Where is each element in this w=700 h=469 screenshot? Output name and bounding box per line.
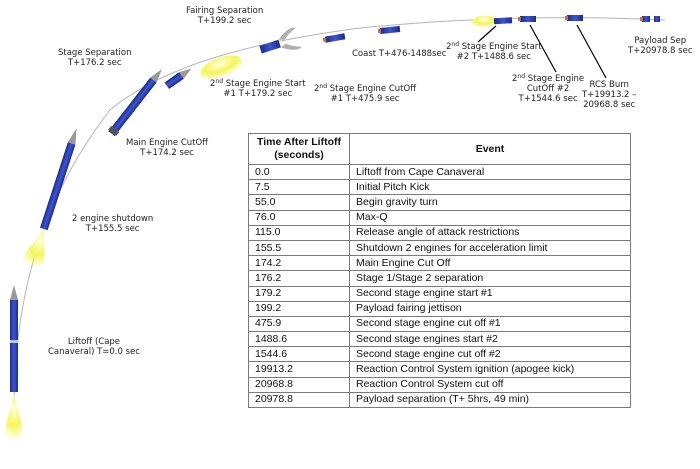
rocket-stage-separation — [164, 68, 192, 90]
label-cutoff-2: 2nd Stage Engine CutOff #2 T+1544.6 sec — [512, 73, 585, 105]
cell-time: 475.9 — [248, 315, 350, 333]
cell-time: 7.5 — [248, 179, 350, 196]
cell-event: Reaction Control System cut off — [349, 376, 631, 393]
cell-event: Shutdown 2 engines for acceleration limi… — [349, 239, 631, 257]
cell-event: Max-Q — [349, 209, 631, 226]
rocket-second-stage-start-1 — [200, 55, 243, 80]
cell-time: 199.2 — [248, 300, 350, 317]
rocket-payload-sep — [640, 16, 660, 22]
cell-time: 76.0 — [248, 209, 350, 226]
rocket-cutoff-2 — [518, 16, 536, 22]
cell-event: Release angle of attack restrictions — [349, 224, 631, 241]
label-second-stage-start-1: 2nd Stage Engine Start #1 T+179.2 sec — [210, 78, 306, 100]
cell-time: 55.0 — [248, 194, 350, 211]
rocket-coast — [377, 25, 401, 35]
label-rcs-burn: RCS Burn T+19913.2 – 20968.8 sec — [582, 80, 637, 110]
flame-icon — [200, 55, 243, 80]
flame-icon — [2, 395, 26, 440]
label-cutoff-1: 2nd Stage Engine CutOff #1 T+475.9 sec — [314, 83, 417, 105]
cell-time: 179.2 — [248, 285, 350, 302]
label-stage-separation: Stage Separation T+176.2 sec — [58, 48, 132, 68]
cell-time: 20978.8 — [248, 391, 350, 409]
rocket-rcs-burn — [565, 15, 583, 21]
cell-event: Liftoff from Cape Canaveral — [349, 163, 631, 181]
cell-time: 1488.6 — [248, 331, 350, 348]
cell-event: Main Engine Cut Off — [349, 255, 631, 272]
label-payload-sep: Payload Sep T+20978.8 sec — [628, 36, 693, 56]
cell-time: 0.0 — [248, 163, 350, 181]
arrow-rcs-burn — [576, 24, 607, 79]
rocket-fairing-separation — [259, 27, 302, 54]
label-two-engine-shutdown: 2 engine shutdown T+155.5 sec — [72, 214, 154, 234]
cell-event: Second stage engine cut off #1 — [349, 315, 631, 333]
cell-time: 174.2 — [248, 255, 350, 272]
cell-time: 1544.6 — [248, 346, 350, 363]
cell-time: 19913.2 — [248, 361, 350, 378]
table-header-row: Time After Liftoff (seconds) Event — [248, 133, 631, 165]
rocket-second-stage-start-2 — [472, 15, 513, 28]
cell-time: 20968.8 — [248, 376, 350, 393]
cell-event: Second stage engine start #1 — [349, 285, 631, 302]
label-coast: Coast T+476-1488sec — [352, 49, 447, 59]
cell-event: Begin gravity turn — [349, 194, 631, 211]
rocket-two-engine-shutdown — [18, 128, 77, 272]
cell-event: Stage 1/Stage 2 separation — [349, 270, 631, 287]
rocket-cutoff-1 — [322, 33, 346, 43]
label-main-engine-cutoff: Main Engine CutOff T+174.2 sec — [126, 138, 209, 158]
cell-time: 155.5 — [248, 239, 350, 257]
cell-event: Second stage engines start #2 — [349, 331, 631, 348]
label-fairing-separation: Fairing Separation T+199.2 sec — [186, 6, 264, 26]
cell-time: 115.0 — [248, 224, 350, 241]
rocket-main-engine-cutoff — [108, 69, 163, 137]
cell-event: Second stage engine cut off #2 — [349, 346, 631, 363]
header-time: Time After Liftoff (seconds) — [248, 133, 350, 165]
label-second-stage-start-2: 2nd Stage Engine Start #2 T+1488.6 sec — [446, 41, 542, 63]
flame-icon — [18, 229, 45, 272]
arrow-cutoff-2 — [529, 24, 557, 73]
cell-event: Reaction Control System ignition (apogee… — [349, 361, 631, 378]
rocket-liftoff — [2, 285, 26, 440]
label-liftoff: Liftoff (Cape Canaveral) T=0.0 sec — [48, 337, 140, 357]
header-event: Event — [349, 133, 631, 165]
arrow-second-stage-start-2 — [477, 25, 497, 43]
cell-event: Initial Pitch Kick — [349, 179, 631, 196]
cell-time: 176.2 — [248, 270, 350, 287]
cell-event: Payload separation (T+ 5hrs, 49 min) — [349, 391, 631, 409]
cell-event: Payload fairing jettison — [349, 300, 631, 317]
flame-icon — [472, 15, 497, 28]
